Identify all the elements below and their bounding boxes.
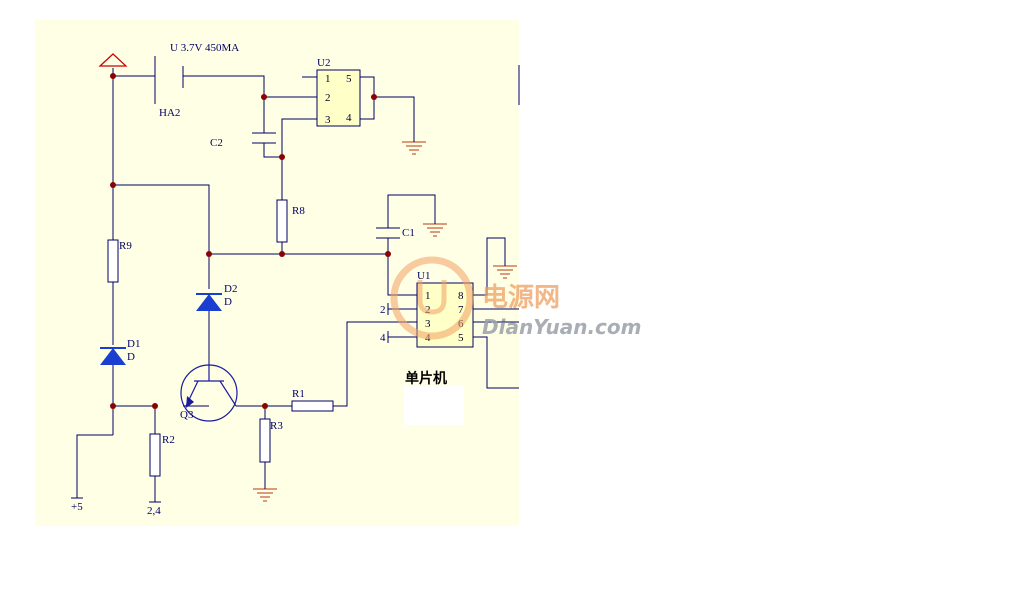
watermark-en: DianYuan.com — [482, 315, 641, 339]
resistor-r9 — [107, 239, 119, 283]
capacitor-c1 — [376, 227, 400, 239]
u2-pin-1: 1 — [325, 73, 331, 85]
u1-pin-3: 3 — [425, 318, 431, 330]
q3-label: Q3 — [180, 409, 194, 421]
chip-u2 — [316, 69, 361, 127]
supply-5v-label: +5 — [71, 501, 83, 513]
watermark-cn: 电源网 — [482, 283, 560, 313]
watermark: 电源网 DianYuan.com — [390, 256, 641, 340]
u1-pin-7: 7 — [458, 304, 464, 316]
junctions — [110, 73, 391, 409]
u1-pin-8: 8 — [458, 290, 464, 302]
battery-spec-label: U 3.7V 450MA — [170, 42, 239, 54]
r8-label: R8 — [292, 205, 305, 217]
c2-label: C2 — [210, 137, 223, 149]
resistor-r3 — [259, 418, 271, 463]
r3-label: R3 — [270, 420, 283, 432]
battery-ref-label: HA2 — [159, 107, 180, 119]
mcu-caption: 单片机 — [405, 370, 447, 387]
u2-label: U2 — [317, 57, 330, 69]
u2-pin-4: 4 — [346, 112, 352, 124]
capacitor-c2 — [252, 132, 276, 144]
u2-pin-3: 3 — [325, 114, 331, 126]
u1-label: U1 — [417, 270, 430, 282]
diode-d2 — [196, 293, 222, 311]
u2-pin-2: 2 — [325, 92, 331, 104]
r1-label: R1 — [292, 388, 305, 400]
c1-label: C1 — [402, 227, 415, 239]
diode-d1 — [100, 347, 126, 365]
battery-ha2 — [154, 56, 184, 104]
watermark-logo-icon — [390, 256, 474, 340]
ground-icon — [253, 140, 517, 502]
transistor-q3 — [180, 364, 238, 422]
supply-arrow-icon — [98, 53, 128, 67]
d2-label: D2 — [224, 283, 237, 295]
d1-label: D1 — [127, 338, 140, 350]
r9-label: R9 — [119, 240, 132, 252]
resistor-r8 — [276, 199, 288, 243]
ext-pin-4-label: 4 — [380, 332, 386, 344]
u1-pin-1: 1 — [425, 290, 431, 302]
ext-pin-2-label: 2 — [380, 304, 386, 316]
u2-pin-5: 5 — [346, 73, 352, 85]
d1-type-label: D — [127, 351, 135, 363]
u1-pin-5: 5 — [458, 332, 464, 344]
r2-label: R2 — [162, 434, 175, 446]
resistor-r2 — [149, 433, 161, 477]
net-24-label: 2,4 — [147, 505, 161, 517]
resistor-r1 — [291, 400, 334, 412]
caption-box — [404, 385, 464, 425]
d2-type-label: D — [224, 296, 232, 308]
